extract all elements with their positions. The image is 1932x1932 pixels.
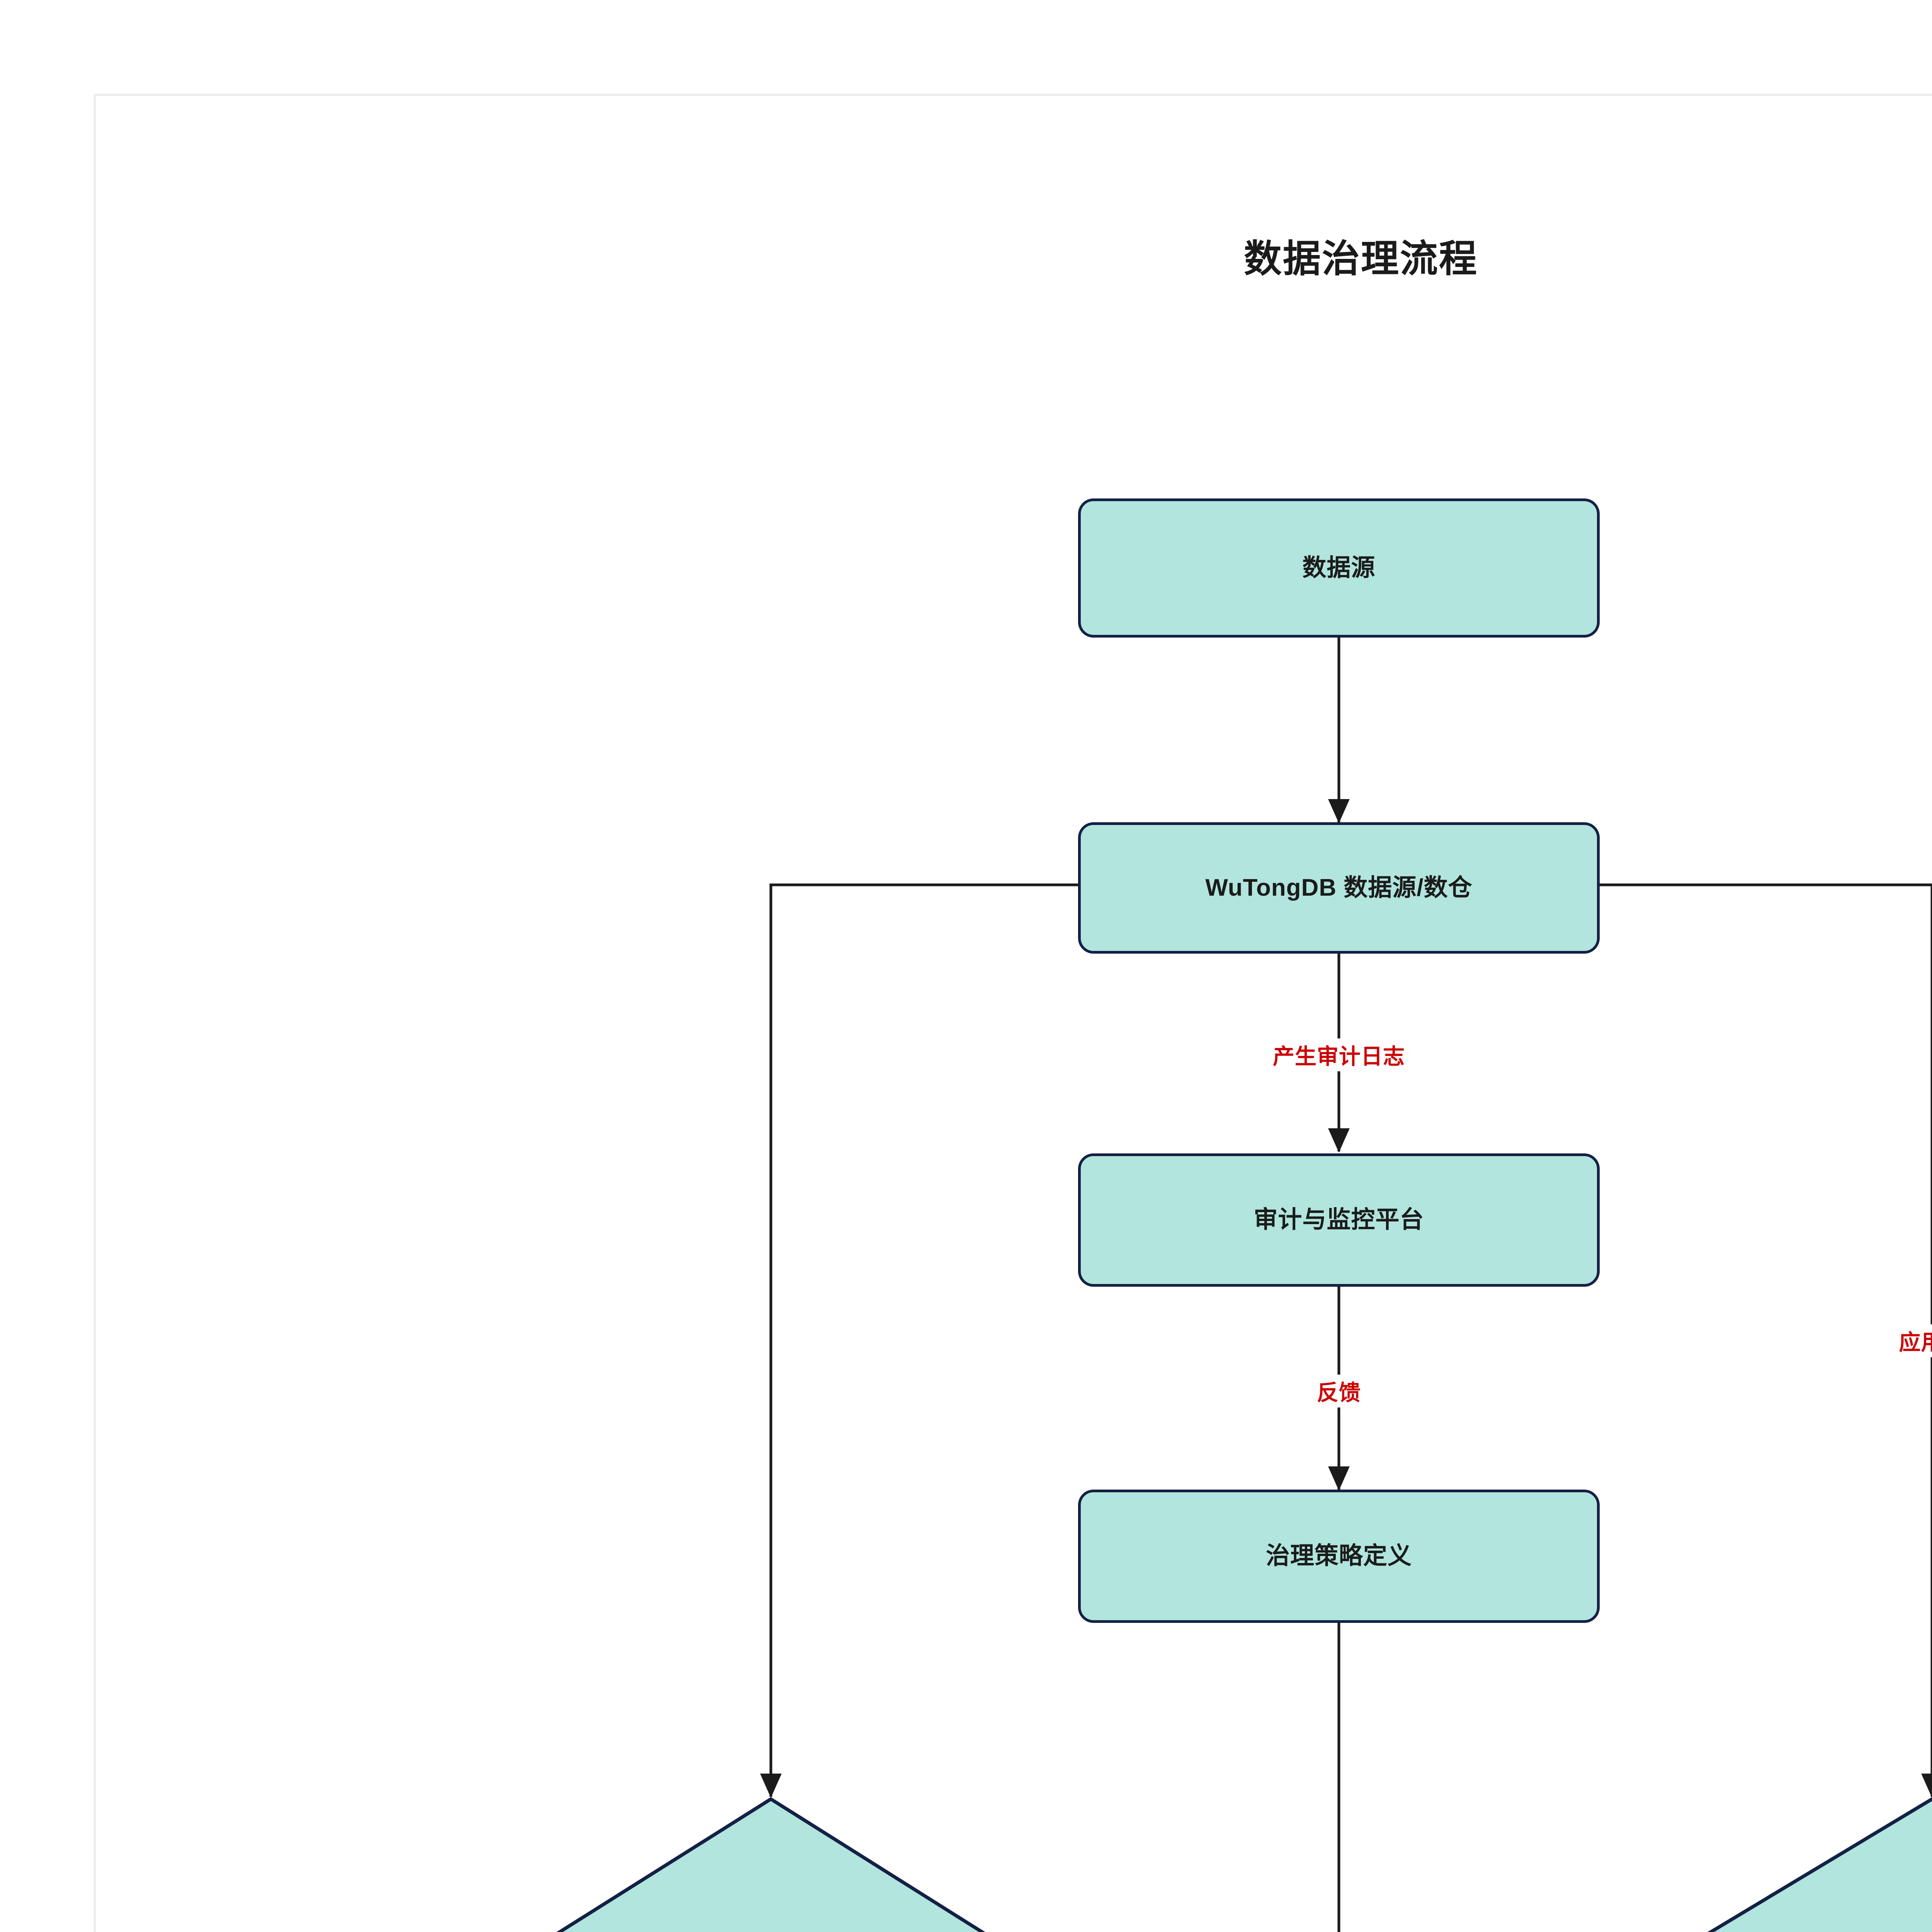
edge-label-feedback: 反馈	[1313, 1374, 1365, 1408]
edge-wutongdb-to-engine	[1600, 883, 1932, 1798]
diamond-shape-policy-engine	[1707, 1797, 1932, 1932]
node-policy-definition[interactable]: 治理策略定义	[1078, 1490, 1600, 1623]
page-title: 数据治理流程	[1243, 237, 1478, 280]
page-frame	[94, 94, 1932, 1932]
node-audit-platform[interactable]: 审计与监控平台	[1078, 1153, 1600, 1287]
edge-label-applied-to: 应用于	[1895, 1324, 1932, 1357]
node-label-policy-definition: 治理策略定义	[1265, 1543, 1412, 1570]
node-label-audit-platform: 审计与监控平台	[1253, 1206, 1424, 1233]
edge-policy-to-engine	[1337, 1621, 1340, 1932]
node-metadata-management[interactable]: 元数据采集与管理	[524, 1797, 1018, 1932]
edge-label-produces-audit-log: 产生审计日志	[1269, 1038, 1409, 1071]
node-label-wutongdb: WuTongDB 数据源/数仓	[1205, 874, 1473, 901]
node-policy-engine[interactable]: 策略执行引擎	[1673, 1797, 1932, 1932]
node-wutongdb[interactable]: WuTongDB 数据源/数仓	[1078, 822, 1600, 954]
node-data-source[interactable]: 数据源	[1078, 498, 1600, 638]
diamond-shape-metadata	[556, 1797, 986, 1932]
node-label-data-source: 数据源	[1302, 554, 1376, 581]
edge-wutongdb-to-metadata	[760, 883, 1078, 1798]
